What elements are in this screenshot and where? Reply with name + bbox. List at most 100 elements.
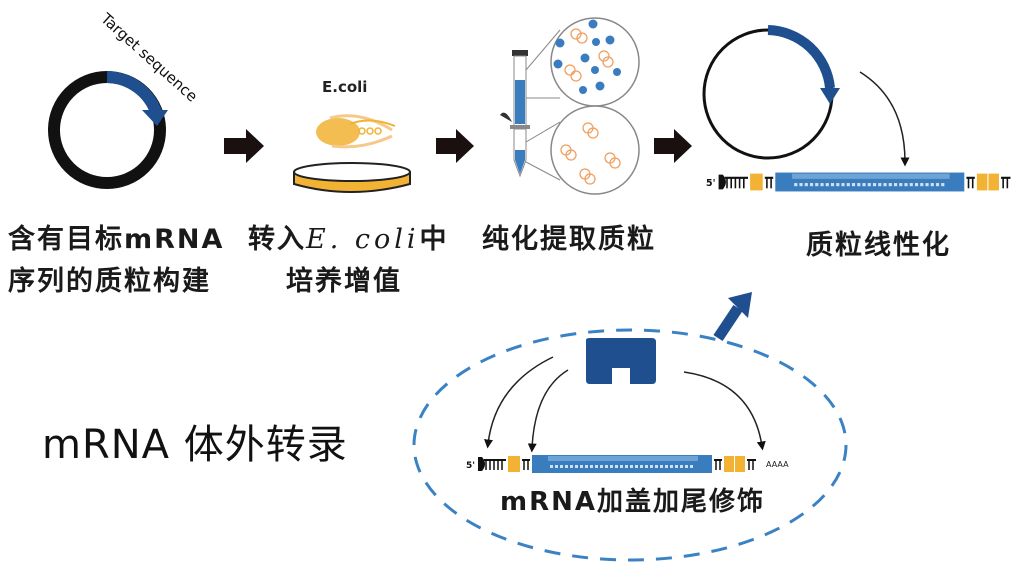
codon-mark: [595, 465, 598, 468]
codon-mark: [920, 183, 924, 187]
codon-mark: [930, 183, 934, 187]
codon-mark: [565, 465, 568, 468]
step1-label-line1: 含有目标mRNA: [8, 224, 225, 255]
codon-mark: [799, 183, 803, 187]
codon-mark: [555, 465, 558, 468]
codon-mark: [585, 465, 588, 468]
step1-label-line2: 序列的质粒构建: [8, 266, 211, 297]
codon-mark: [815, 183, 819, 187]
codon-mark: [820, 183, 824, 187]
utr-3-box-b: [735, 456, 745, 472]
codon-mark: [640, 465, 643, 468]
codon-mark: [660, 465, 663, 468]
modification-arrows: [484, 356, 766, 453]
ivt-dashed-boundary: [412, 328, 848, 562]
five-prime-label: 5': [466, 461, 475, 471]
codon-mark: [605, 465, 608, 468]
codon-mark: [580, 465, 583, 468]
coding-region-highlight: [548, 456, 698, 461]
codon-mark: [560, 465, 563, 468]
ivt-caption: mRNA加盖加尾修饰: [500, 487, 765, 517]
codon-mark: [862, 183, 866, 187]
codon-mark: [570, 465, 573, 468]
step2-label-line2: 培养增值: [286, 266, 402, 297]
codon-mark: [935, 183, 940, 187]
plasmid-icon: [48, 71, 168, 189]
codon-mark: [825, 183, 829, 187]
five-prime-label: 5': [706, 178, 715, 189]
codon-mark: [675, 465, 678, 468]
ecoli-annotation: E.coli: [322, 78, 367, 96]
step2-label: 转入E. coli中 培养增值: [248, 222, 449, 300]
step2-label-line1: 转入E. coli中: [248, 222, 449, 258]
codon-mark: [830, 183, 835, 187]
codon-mark: [914, 183, 919, 187]
step1-label: 含有目标mRNA 序列的质粒构建: [8, 222, 224, 300]
utr-5-box: [508, 456, 520, 472]
petri-dish-icon: [293, 162, 411, 193]
codon-mark: [615, 465, 618, 468]
codon-mark: [645, 465, 648, 468]
mrna-strand: 5' AAAA: [466, 455, 789, 473]
ecoli-icon: [316, 114, 396, 149]
codon-mark: [665, 465, 668, 468]
linear-dna-strand: 5': [706, 172, 1011, 192]
magnified-view-mixed: [550, 17, 640, 107]
codon-mark: [899, 183, 903, 187]
codon-mark: [670, 465, 673, 468]
utr-5-box: [750, 173, 763, 191]
codon-mark: [650, 465, 653, 468]
step2-label-organism: E. coli: [306, 224, 420, 255]
codon-mark: [809, 183, 814, 187]
purification-column-icon: [500, 29, 561, 181]
codon-mark: [878, 183, 882, 187]
rna-polymerase-icon: [586, 338, 656, 384]
codon-mark: [893, 183, 898, 187]
codon-mark: [600, 465, 603, 468]
codon-mark: [550, 465, 553, 468]
step-arrow-3: [654, 129, 692, 163]
codon-mark: [690, 465, 693, 468]
codon-mark: [857, 183, 861, 187]
poly-a-tail: AAAA: [766, 460, 789, 469]
codon-mark: [883, 183, 887, 187]
ivt-to-linearization-arrow: [713, 292, 752, 342]
linearization-plasmid-icon: [702, 25, 910, 167]
codon-mark: [888, 183, 892, 187]
codon-mark: [590, 465, 593, 468]
codon-mark: [841, 183, 845, 187]
codon-mark: [851, 183, 856, 187]
magnified-view-purified: [550, 105, 640, 195]
ivt-title: mRNA 体外转录: [42, 422, 348, 468]
codon-mark: [872, 183, 877, 187]
utr-3-box-a: [976, 173, 988, 191]
codon-mark: [794, 183, 798, 187]
codon-mark: [836, 183, 840, 187]
codon-mark: [941, 183, 945, 187]
codon-mark: [630, 465, 633, 468]
codon-mark: [610, 465, 613, 468]
codon-mark: [620, 465, 623, 468]
step2-label-suffix: 中: [419, 224, 449, 255]
codon-mark: [655, 465, 658, 468]
cap-icon: [478, 457, 485, 471]
codon-mark: [904, 183, 908, 187]
codon-mark: [685, 465, 688, 468]
codon-mark: [925, 183, 929, 187]
step3-label: 纯化提取质粒: [482, 224, 656, 255]
codon-mark: [635, 465, 638, 468]
utr-3-box-b: [988, 173, 999, 191]
step2-label-prefix: 转入: [248, 224, 306, 255]
utr-3-box-a: [724, 456, 734, 472]
codon-mark: [909, 183, 913, 187]
codon-mark: [846, 183, 850, 187]
codon-mark: [867, 183, 871, 187]
step4-label: 质粒线性化: [806, 230, 951, 261]
step-arrow-2: [436, 129, 474, 163]
cap-icon: [718, 174, 726, 190]
coding-region-highlight: [792, 173, 950, 179]
codon-mark: [680, 465, 683, 468]
codon-mark: [625, 465, 628, 468]
step-arrow-1: [224, 129, 264, 163]
